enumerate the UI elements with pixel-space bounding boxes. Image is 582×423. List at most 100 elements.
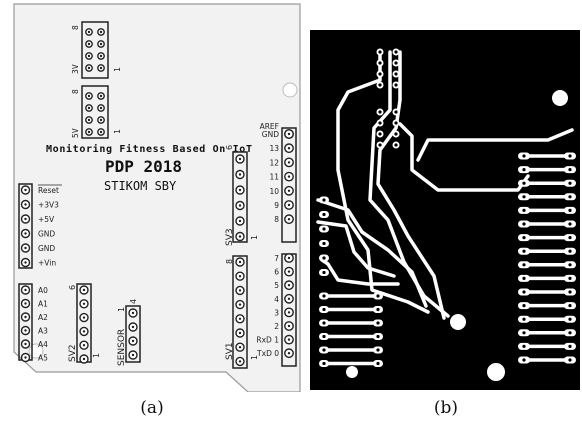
header-3v xyxy=(81,21,109,79)
copper-drill xyxy=(322,334,326,339)
pin-hole xyxy=(99,42,103,46)
pin-hole xyxy=(287,147,291,150)
copper-drill xyxy=(568,317,572,321)
digital-pin-label: 7 xyxy=(274,254,279,263)
copper-drill xyxy=(522,317,526,321)
copper-drill xyxy=(376,294,380,298)
pin-hole xyxy=(99,66,103,70)
copper-drill xyxy=(522,263,526,267)
pin-hole xyxy=(287,203,291,207)
pin-hole xyxy=(24,232,27,235)
digital-pin-label: 4 xyxy=(274,295,279,304)
pin-hole xyxy=(99,54,103,58)
header-3v-pin-last: 1 xyxy=(113,67,122,72)
sv2-label: SV2 xyxy=(68,344,78,362)
copper-drill xyxy=(522,208,526,212)
pin-hole xyxy=(87,94,91,98)
pin-hole xyxy=(24,203,27,206)
copper-drill xyxy=(378,110,382,114)
copper-drill xyxy=(378,83,382,87)
pin-hole xyxy=(131,311,135,315)
sensor-pin-first: 4 xyxy=(129,299,138,304)
pin-hole xyxy=(24,288,27,292)
pin-hole xyxy=(238,157,242,161)
copper-drill xyxy=(568,276,572,280)
pin-hole xyxy=(238,346,242,349)
trace xyxy=(316,220,396,278)
pin-hole xyxy=(238,289,242,292)
trace xyxy=(398,122,530,192)
pin-hole xyxy=(82,357,86,361)
sensor-header xyxy=(125,305,141,363)
header-3v-pin-first: 8 xyxy=(71,25,80,30)
power-pin-label: +5V xyxy=(38,215,55,224)
copper-drill xyxy=(522,236,526,240)
power-pin-label: +Vin xyxy=(38,259,56,268)
sv2-pin-first: 6 xyxy=(68,285,77,290)
board-project: PDP 2018 xyxy=(105,157,182,176)
sv3-pin-first: 6 xyxy=(225,145,234,150)
pin-hole xyxy=(238,173,242,176)
copper-drill xyxy=(568,358,572,362)
digital-pin-label: 9 xyxy=(274,201,279,210)
pin-hole xyxy=(87,118,91,122)
mounting-hole xyxy=(450,314,466,330)
copper-drill xyxy=(568,290,572,294)
digital-pin-label: AREF xyxy=(260,122,279,131)
analog-pin-label: A4 xyxy=(38,340,48,349)
copper-drill xyxy=(394,143,398,147)
pin-hole xyxy=(87,42,91,46)
pin-hole xyxy=(24,315,27,319)
analog-pin-label: A5 xyxy=(38,354,48,363)
pin-hole xyxy=(131,339,135,343)
power-pin-label: GND xyxy=(38,244,55,253)
pin-hole xyxy=(287,132,291,136)
copper-drill xyxy=(522,344,526,348)
header-5v-pin-last: 1 xyxy=(113,129,122,134)
copper-drill xyxy=(376,361,380,366)
digital-pin-label: TxD 0 xyxy=(256,349,279,358)
sensor-label: SENSOR xyxy=(117,329,127,366)
pin-hole xyxy=(287,161,291,164)
copper-drill xyxy=(394,132,398,136)
analog-pin-label: A1 xyxy=(38,300,48,309)
copper-drill xyxy=(522,276,526,280)
copper-drill xyxy=(568,154,572,158)
copper-drill xyxy=(568,304,572,308)
copper-drill xyxy=(322,198,326,202)
sv3-header xyxy=(232,151,248,243)
copper-drill xyxy=(394,110,398,114)
pin-hole xyxy=(287,324,291,328)
sensor-pin-last: 1 xyxy=(117,307,126,312)
pin-hole xyxy=(287,352,291,355)
trace xyxy=(336,50,430,314)
caption-b: (b) xyxy=(433,398,459,418)
pin-hole xyxy=(82,302,86,305)
pin-hole xyxy=(82,330,86,333)
mounting-hole xyxy=(487,363,505,381)
pin-hole xyxy=(287,189,291,192)
copper-drill xyxy=(378,50,382,54)
digital-pin-label: 12 xyxy=(269,158,279,167)
board-outline xyxy=(13,3,301,392)
copper-layout-panel xyxy=(308,0,582,392)
analog-pin-label: A2 xyxy=(38,313,48,322)
copper-drill xyxy=(568,208,572,212)
pin-hole xyxy=(238,331,242,335)
pin-hole xyxy=(24,217,27,221)
power-header xyxy=(18,183,33,269)
copper-drill xyxy=(522,304,526,308)
pin-hole xyxy=(24,356,27,359)
copper-drill xyxy=(522,222,526,226)
pin-hole xyxy=(238,260,242,264)
pin-hole xyxy=(99,130,103,134)
header-3v-label: 3V xyxy=(71,64,80,74)
silkscreen-layout-panel: 8 3V 1 8 5V 1 Monitoring Fitness Based O… xyxy=(0,0,305,392)
pin-hole xyxy=(24,342,27,346)
copper-drill xyxy=(376,321,380,325)
copper-drill xyxy=(378,61,382,65)
copper-drill xyxy=(322,348,326,352)
pin-hole xyxy=(99,106,103,110)
copper-drill xyxy=(378,143,382,147)
trace xyxy=(416,128,574,162)
